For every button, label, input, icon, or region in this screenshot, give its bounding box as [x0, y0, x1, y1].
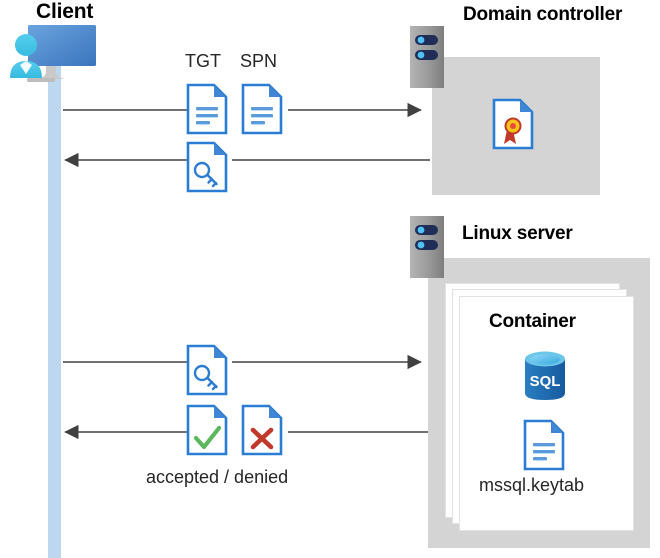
certificate-document-icon: [492, 98, 534, 150]
server-rack-icon: [410, 216, 444, 278]
spn-label: SPN: [240, 51, 278, 71]
ticket-document-icon: [241, 83, 283, 135]
key-document-icon: [186, 344, 228, 396]
tgt-label: TGT: [185, 51, 221, 71]
linux-server-title: Linux server: [462, 223, 573, 244]
keytab-document-icon: [523, 419, 565, 471]
ticket-document-icon: [186, 83, 228, 135]
container-title: Container: [489, 311, 576, 332]
domain-controller-title: Domain controller: [463, 4, 623, 25]
key-document-icon: [186, 141, 228, 193]
client-lifeline: [48, 62, 61, 558]
client-title: Client: [36, 0, 94, 23]
checkmark-document-icon: [186, 404, 228, 456]
svg-text:SQL: SQL: [530, 373, 561, 390]
client-computer-user-icon: [10, 25, 96, 82]
keytab-file-label: mssql.keytab: [479, 475, 585, 495]
accepted-denied-label: accepted / denied: [146, 467, 289, 487]
container-card-front: [459, 296, 634, 531]
sql-database-icon: SQL: [525, 351, 565, 400]
server-rack-icon: [410, 26, 444, 88]
x-mark-document-icon: [241, 404, 283, 456]
